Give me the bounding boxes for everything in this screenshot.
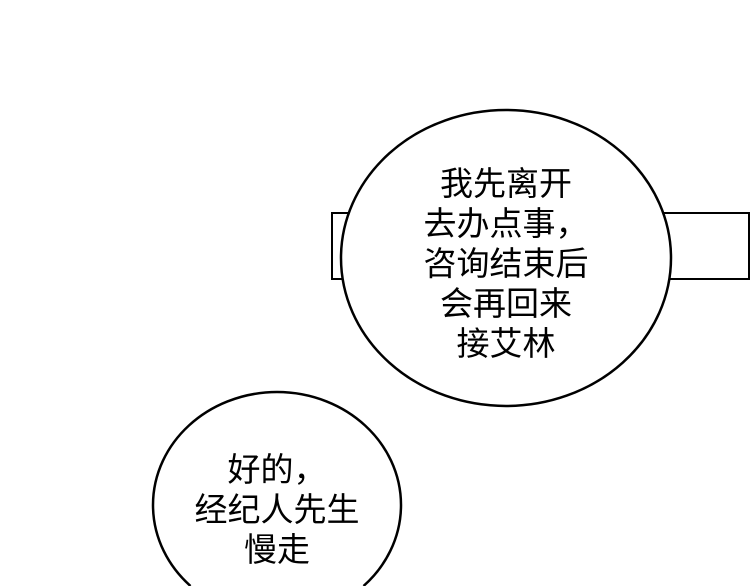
speech-text-small: 好的， 经纪人先生 慢走 [177, 450, 377, 570]
speech-line: 去办点事， [423, 204, 589, 243]
speech-text-large: 我先离开 去办点事， 咨询结束后 会再回来 接艾林 [406, 164, 606, 364]
speech-line: 好的， [227, 450, 327, 489]
speech-line: 我先离开 [440, 164, 572, 203]
speech-line: 咨询结束后 [423, 244, 589, 283]
speech-bubble-small [151, 390, 403, 586]
speech-line: 会再回来 [440, 284, 572, 323]
speech-line: 经纪人先生 [194, 490, 360, 529]
speech-line: 接艾林 [456, 324, 556, 363]
speech-bubble-large [339, 108, 673, 408]
speech-line: 慢走 [244, 530, 310, 569]
